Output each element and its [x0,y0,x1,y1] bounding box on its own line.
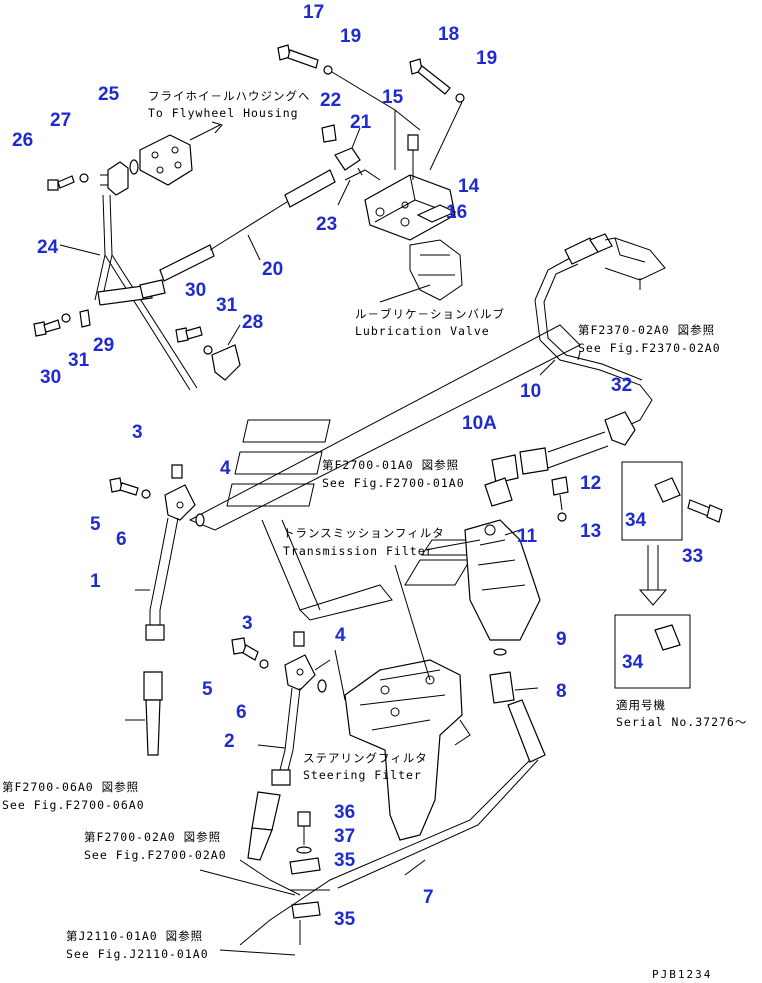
callout-32: 32 [611,375,632,396]
callout-23: 23 [316,214,337,235]
callout-13: 13 [580,521,601,542]
callout-5a: 5 [90,514,101,535]
callout-5b: 5 [202,679,213,700]
callout-35b: 35 [334,909,356,930]
lube-label-jp: ル－ブリケ－ションバルブ [355,307,505,321]
callout-6a: 6 [116,529,127,550]
steering-label-en: Steering Filter [303,768,422,782]
callout-19b: 19 [476,48,497,69]
callout-2: 2 [224,731,235,752]
annotation-text: フライホイ－ルハウジングへ To Flywheel Housing ル－ブリケ－… [2,89,747,981]
callout-21: 21 [350,112,372,133]
flywheel-label-en: To Flywheel Housing [148,106,299,120]
steering-label-jp: ステアリングフィルタ [303,751,428,765]
ref-f2700-01-jp: 第F2700-01A0 図参照 [322,458,459,472]
callout-7: 7 [423,887,434,908]
steering-filter-assembly [289,659,471,945]
hose-10-assembly [484,233,723,689]
callout-10: 10 [520,381,541,402]
callout-30a: 30 [185,280,206,301]
lubrication-valve-block [277,44,465,301]
callout-11: 11 [517,526,538,547]
callout-4b: 4 [335,625,346,646]
callout-31a: 31 [216,295,238,316]
ref-j2110-jp: 第J2110-01A0 図参照 [66,929,203,943]
ref-f2700-02-en: See Fig.F2700-02A0 [84,848,227,862]
callout-3b: 3 [242,613,253,634]
callout-16: 16 [446,202,467,223]
callout-6b: 6 [236,702,247,723]
callout-30b: 30 [40,367,61,388]
pipe-2-assembly [231,631,327,861]
callout-9: 9 [556,629,567,650]
flywheel-pipe-assembly [33,121,363,391]
callout-28: 28 [242,312,263,333]
callout-31b: 31 [68,350,90,371]
callout-35a: 35 [334,850,356,871]
transmission-label-en: Transmission Filter [283,544,434,558]
ref-f2700-02-jp: 第F2700-02A0 図参照 [84,830,221,844]
callout-26: 26 [12,130,33,151]
drawing-code: PJB1234 [652,968,712,981]
callout-10a: 10A [462,413,497,434]
callout-15: 15 [382,87,404,108]
callout-37: 37 [334,826,355,847]
callout-18: 18 [438,24,459,45]
callout-14: 14 [458,176,480,197]
callout-34b: 34 [622,652,644,673]
ref-f2700-01-en: See Fig.F2700-01A0 [322,476,465,490]
part-callouts: 17 19 18 19 25 22 15 21 27 26 14 16 23 2… [12,2,703,930]
callout-29: 29 [93,335,114,356]
frame-outline [188,324,581,621]
callout-22: 22 [320,90,341,111]
callout-17: 17 [303,2,324,23]
ref-f2700-06-jp: 第F2700-06A0 図参照 [2,780,139,794]
callout-19a: 19 [340,26,361,47]
callout-20: 20 [262,259,283,280]
flywheel-label-jp: フライホイ－ルハウジングへ [148,89,311,103]
callout-12: 12 [580,473,601,494]
callout-4a: 4 [220,458,231,479]
ref-f2370-en: See Fig.F2370-02A0 [578,341,721,355]
callout-27: 27 [50,110,71,131]
ref-f2370-jp: 第F2370-02A0 図参照 [578,323,715,337]
transmission-label-jp: トランスミッションフィルタ [283,526,445,540]
ref-f2700-06-en: See Fig.F2700-06A0 [2,798,145,812]
callout-3a: 3 [132,422,143,443]
callout-33: 33 [682,546,703,567]
callout-8: 8 [556,681,567,702]
callout-36: 36 [334,802,355,823]
ref-j2110-en: See Fig.J2110-01A0 [66,947,209,961]
callout-25: 25 [98,84,120,105]
serial-label-jp: 適用号機 [616,698,666,712]
callout-1: 1 [90,571,101,592]
callout-34a: 34 [625,510,647,531]
leader-lines [59,127,641,956]
serial-label-en: Serial No.37276～ [616,715,747,729]
lube-label-en: Lubrication Valve [355,324,490,338]
callout-24: 24 [37,237,59,258]
pipe-1-assembly [109,464,205,756]
transmission-filter-assembly [239,519,546,946]
